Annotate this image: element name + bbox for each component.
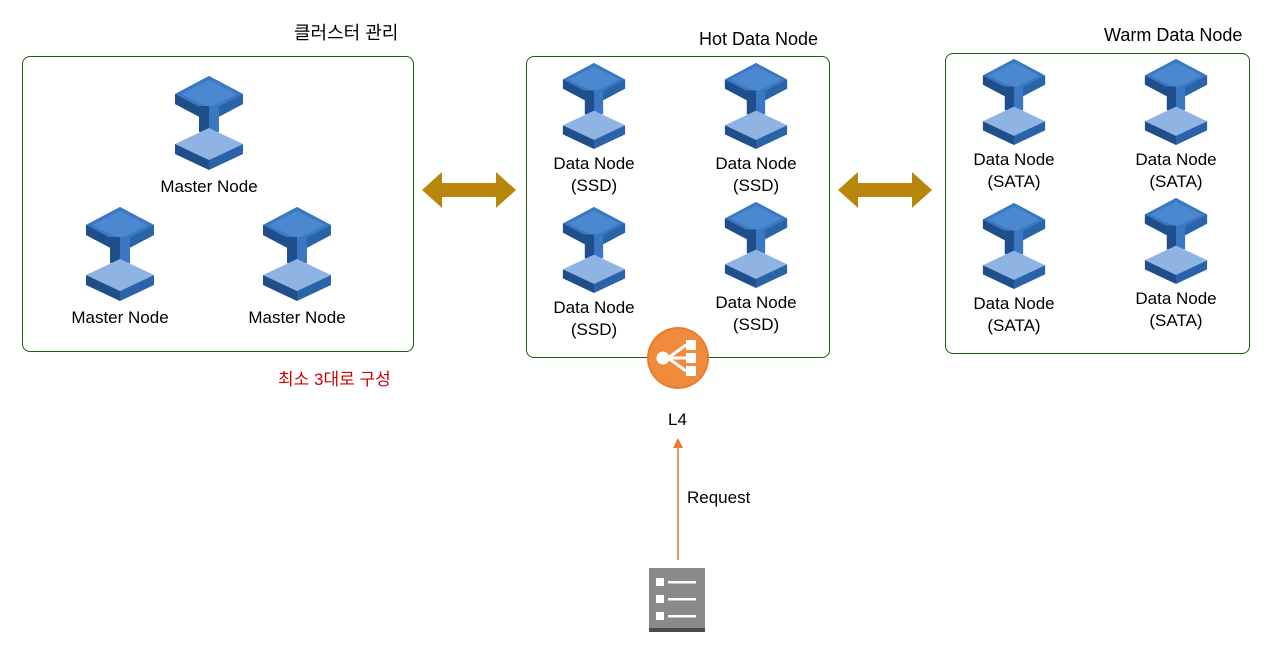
cluster-note: 최소 3대로 구성 [278,370,391,389]
node-icon [263,207,331,301]
master-node[interactable]: Master Node [237,207,357,329]
node-icon [175,76,243,170]
request-label: Request [687,488,751,507]
node-icon [562,207,626,293]
node-icon [724,63,788,149]
node-sub: (SSD) [732,315,780,334]
node-sub: (SATA) [1149,172,1203,191]
warm-data-node[interactable]: Data Node (SATA) [1116,198,1236,332]
request-arrow-icon [673,438,683,560]
master-node[interactable]: Master Node [60,207,180,329]
node-icon [982,59,1046,145]
bidirectional-arrow-icon [838,172,932,208]
cluster-mgmt-title: 클러스터 관리 [294,23,399,43]
node-sub: (SSD) [570,176,618,195]
node-icon [724,202,788,288]
node-label: Data Node [715,154,797,173]
node-icon [982,203,1046,289]
node-sub: (SATA) [987,316,1041,335]
node-label: Master Node [71,308,169,327]
warm-data-node[interactable]: Data Node (SATA) [954,59,1074,193]
node-icon [1144,59,1208,145]
document-list-icon[interactable] [649,568,707,634]
node-label: Data Node [553,154,635,173]
node-label: Data Node [973,150,1055,169]
node-label: Data Node [973,294,1055,313]
node-sub: (SSD) [570,320,618,339]
node-icon [86,207,154,301]
load-balancer-label: L4 [668,410,687,429]
warm-title: Warm Data Node [1104,25,1243,45]
node-label: Data Node [1135,150,1217,169]
node-label: Master Node [160,177,258,196]
node-label: Master Node [248,308,346,327]
hot-box [526,56,830,358]
load-balancer-icon[interactable] [646,326,710,390]
node-label: Data Node [1135,289,1217,308]
hot-data-node[interactable]: Data Node (SSD) [696,63,816,197]
warm-data-node[interactable]: Data Node (SATA) [1116,59,1236,193]
warm-box [945,53,1250,354]
bidirectional-arrow-icon [422,172,516,208]
node-icon [562,63,626,149]
node-sub: (SATA) [987,172,1041,191]
node-sub: (SATA) [1149,311,1203,330]
node-icon [1144,198,1208,284]
hot-data-node[interactable]: Data Node (SSD) [696,202,816,336]
node-label: Data Node [715,293,797,312]
master-node[interactable]: Master Node [149,76,269,198]
warm-data-node[interactable]: Data Node (SATA) [954,203,1074,337]
node-label: Data Node [553,298,635,317]
hot-title: Hot Data Node [699,29,819,49]
node-sub: (SSD) [732,176,780,195]
hot-data-node[interactable]: Data Node (SSD) [534,63,654,197]
hot-data-node[interactable]: Data Node (SSD) [534,207,654,341]
